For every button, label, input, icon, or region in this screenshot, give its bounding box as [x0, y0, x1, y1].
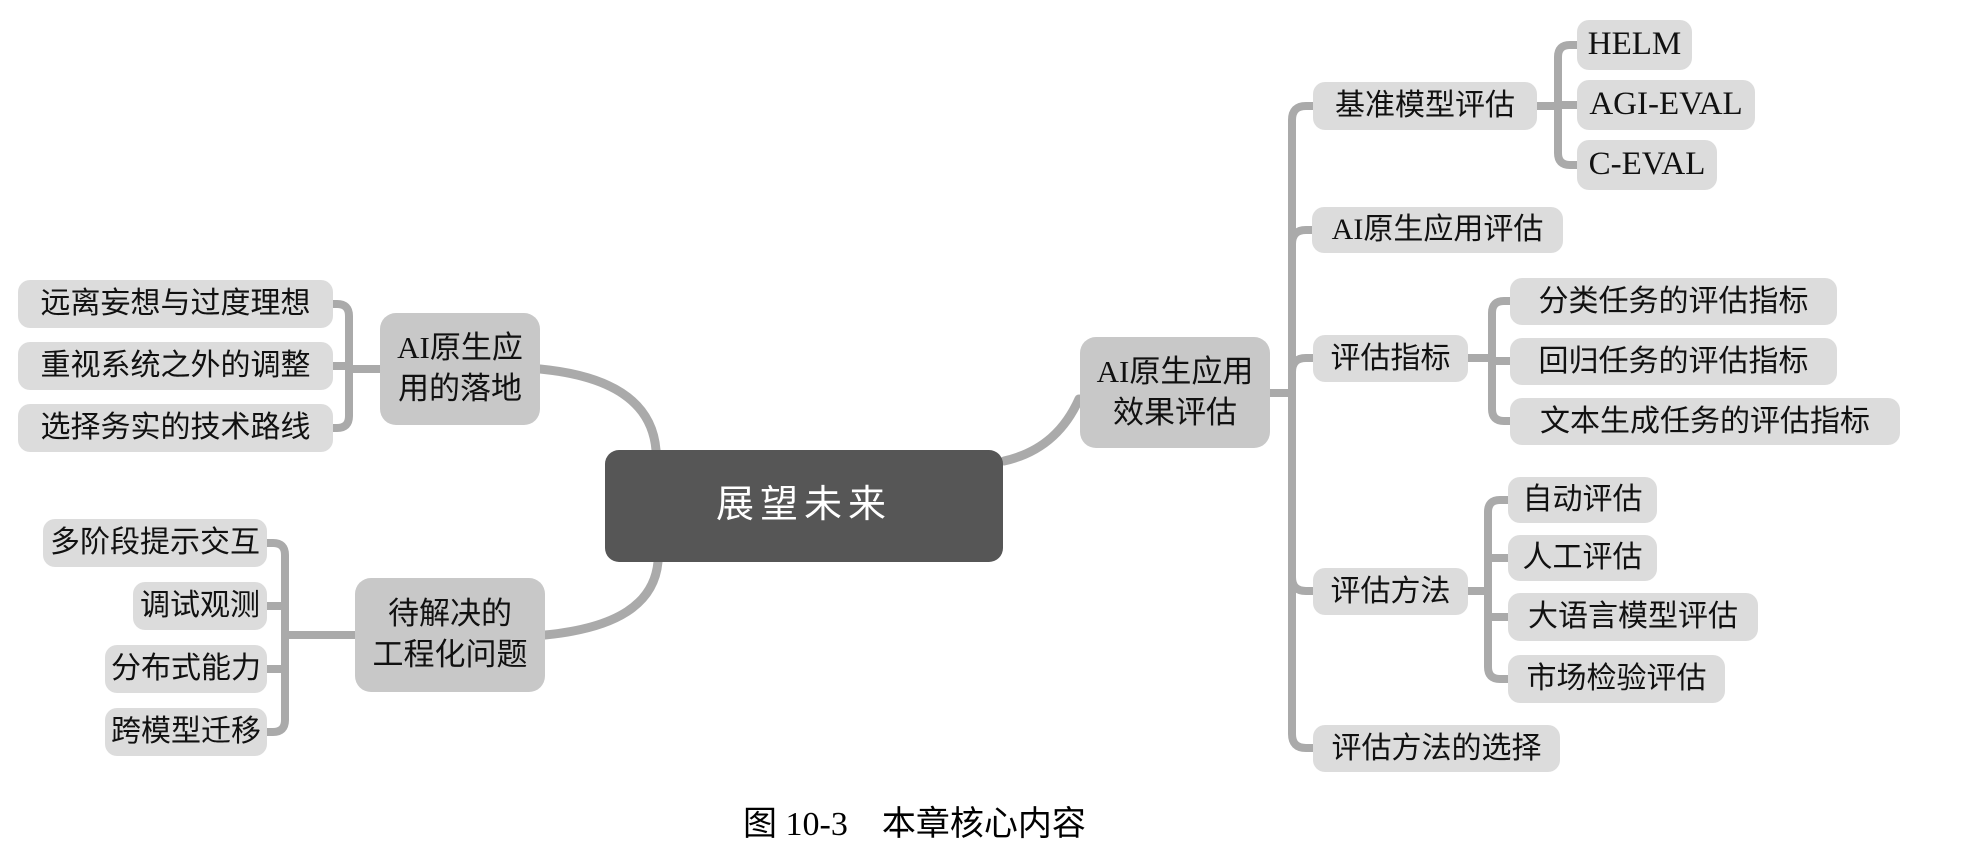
leaf-c-eval: C-EVAL — [1577, 140, 1717, 190]
leaf-multistage-prompt-interaction: 多阶段提示交互 — [43, 519, 267, 567]
leaf-auto-eval: 自动评估 — [1508, 477, 1657, 523]
node-eval-methods: 评估方法 — [1313, 568, 1468, 615]
leaf-llm-eval: 大语言模型评估 — [1508, 593, 1758, 641]
leaf-agi-eval: AGI-EVAL — [1577, 80, 1755, 130]
node-benchmark-model-eval: 基准模型评估 — [1313, 82, 1537, 130]
leaf-debug-observability: 调试观测 — [133, 582, 267, 630]
branch-ai-native-app-landing: AI原生应 用的落地 — [380, 313, 540, 425]
leaf-distributed-capability: 分布式能力 — [105, 645, 267, 693]
leaf-human-eval: 人工评估 — [1508, 535, 1657, 581]
node-eval-metrics: 评估指标 — [1313, 335, 1468, 382]
leaf-classification-metrics: 分类任务的评估指标 — [1510, 278, 1837, 325]
leaf-textgen-metrics: 文本生成任务的评估指标 — [1510, 398, 1900, 445]
branch-engineering-problems: 待解决的 工程化问题 — [355, 578, 545, 692]
leaf-helm: HELM — [1577, 20, 1692, 70]
leaf-pragmatic-tech-route: 选择务实的技术路线 — [18, 404, 333, 452]
leaf-cross-model-migration: 跨模型迁移 — [105, 708, 267, 756]
node-eval-method-selection: 评估方法的选择 — [1313, 725, 1560, 772]
leaf-value-outside-system: 重视系统之外的调整 — [18, 342, 333, 390]
leaf-away-from-delusion: 远离妄想与过度理想 — [18, 280, 333, 328]
leaf-regression-metrics: 回归任务的评估指标 — [1510, 338, 1837, 385]
branch-ai-native-effect-eval: AI原生应用 效果评估 — [1080, 337, 1270, 448]
node-root: 展望未来 — [605, 450, 1003, 562]
node-ai-native-app-eval: AI原生应用评估 — [1312, 207, 1563, 253]
figure-caption: 图 10-3 本章核心内容 — [743, 806, 1086, 843]
leaf-market-test-eval: 市场检验评估 — [1508, 655, 1725, 703]
